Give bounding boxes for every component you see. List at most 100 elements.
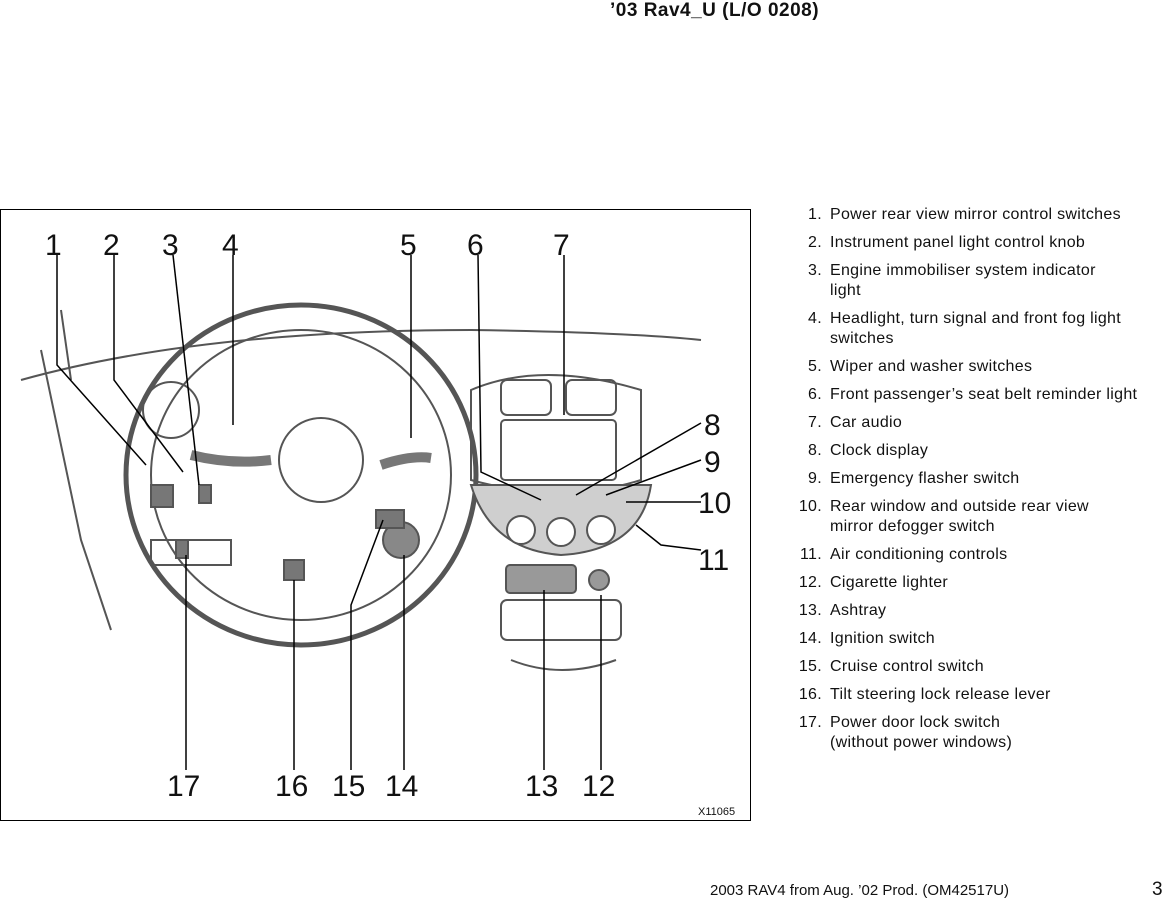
switch-panel xyxy=(150,539,232,566)
legend-text: Instrument panel light control knob xyxy=(830,234,1086,251)
legend-number: 11. xyxy=(800,546,822,563)
callout-2: 2 xyxy=(103,229,120,262)
footer-edition: 2003 RAV4 from Aug. ’02 Prod. (OM42517U) xyxy=(710,882,1010,899)
callout-16: 16 xyxy=(275,770,308,803)
callout-line-8 xyxy=(575,422,702,496)
legend-number: 3. xyxy=(808,262,822,279)
callout-line-2 xyxy=(113,255,184,473)
vent-right xyxy=(565,379,617,416)
legend-item: 1. Power rear view mirror control switch… xyxy=(790,205,1168,225)
callout-7: 7 xyxy=(553,229,570,262)
legend-text: Cruise control switch xyxy=(830,658,984,675)
legend-item: 10. Rear window and outside rear view mi… xyxy=(790,497,1168,537)
climate-knob-2 xyxy=(546,517,576,547)
legend-list: 1. Power rear view mirror control switch… xyxy=(790,205,1168,761)
legend-item: 6. Front passenger’s seat belt reminder … xyxy=(790,385,1168,405)
callout-4: 4 xyxy=(222,229,239,262)
legend-item: 11. Air conditioning controls xyxy=(790,545,1168,565)
callout-line-3 xyxy=(172,254,200,486)
cruise-switch xyxy=(375,509,405,529)
callout-12: 12 xyxy=(582,770,615,803)
car-audio-unit xyxy=(500,419,617,481)
legend-text: Engine immobiliser system indicator ligh… xyxy=(830,262,1096,299)
callout-line-1 xyxy=(56,255,147,466)
vent-left xyxy=(500,379,552,416)
turn-stalk xyxy=(189,450,272,467)
climate-knob-1 xyxy=(506,515,536,545)
legend-text: Cigarette lighter xyxy=(830,574,949,591)
climate-knob-3 xyxy=(586,515,616,545)
legend-number: 16. xyxy=(798,686,822,703)
legend-text: Power rear view mirror control switches xyxy=(830,206,1121,223)
ashtray xyxy=(505,564,577,594)
header-title: ’03 Rav4_U (L/O 0208) xyxy=(610,0,820,21)
legend-text: Power door lock switch (without power wi… xyxy=(830,714,1013,751)
steering-hub xyxy=(278,417,364,503)
dashboard-drawing: 1 2 3 4 5 6 7 8 9 10 11 17 16 15 14 13 1… xyxy=(20,229,735,818)
lower-console xyxy=(500,599,622,641)
callout-1: 1 xyxy=(45,229,62,262)
legend-number: 6. xyxy=(808,386,822,403)
legend-number: 14. xyxy=(798,630,822,647)
legend-item: 16. Tilt steering lock release lever xyxy=(790,685,1168,705)
immobiliser-light xyxy=(198,484,212,504)
legend-text: Ignition switch xyxy=(830,630,935,647)
legend-number: 12. xyxy=(798,574,822,591)
tilt-lever xyxy=(283,559,305,581)
legend-item: 7. Car audio xyxy=(790,413,1168,433)
gauge-left xyxy=(142,381,200,439)
legend-text: Front passenger’s seat belt reminder lig… xyxy=(830,386,1138,403)
legend-number: 15. xyxy=(798,658,822,675)
legend-item: 8. Clock display xyxy=(790,441,1168,461)
legend-number: 17. xyxy=(798,714,822,731)
steering-wheel-rim xyxy=(123,302,479,648)
page-number: 3 xyxy=(1152,879,1163,900)
callout-14: 14 xyxy=(385,770,418,803)
legend-text: Car audio xyxy=(830,414,903,431)
legend-number: 4. xyxy=(808,310,822,327)
legend-item: 12. Cigarette lighter xyxy=(790,573,1168,593)
left-trim xyxy=(60,309,72,381)
legend-item: 9. Emergency flasher switch xyxy=(790,469,1168,489)
callout-line-9 xyxy=(605,459,702,496)
legend-item: 13. Ashtray xyxy=(790,601,1168,621)
legend-text: Wiper and washer switches xyxy=(830,358,1033,375)
legend-item: 17. Power door lock switch (without powe… xyxy=(790,713,1168,753)
steering-wheel-inner xyxy=(150,329,452,621)
image-code: X11065 xyxy=(698,806,735,818)
legend-text: Air conditioning controls xyxy=(830,546,1008,563)
legend-item: 15. Cruise control switch xyxy=(790,657,1168,677)
callout-8: 8 xyxy=(704,409,721,442)
legend-number: 7. xyxy=(808,414,822,431)
mirror-switch xyxy=(150,484,174,508)
legend-number: 8. xyxy=(808,442,822,459)
legend-number: 2. xyxy=(808,234,822,251)
callout-3: 3 xyxy=(162,229,179,262)
page-header: ’03 Rav4_U (L/O 0208) xyxy=(0,0,1168,24)
dash-top-line xyxy=(20,328,702,381)
callout-17: 17 xyxy=(167,770,200,803)
legend-text: Rear window and outside rear view mirror… xyxy=(830,498,1089,535)
wiper-stalk xyxy=(379,452,432,470)
cigarette-lighter xyxy=(588,569,610,591)
callout-line-15 xyxy=(350,519,384,770)
legend-text: Headlight, turn signal and front fog lig… xyxy=(830,310,1121,347)
dashboard-illustration: 1 2 3 4 5 6 7 8 9 10 11 17 16 15 14 13 1… xyxy=(0,209,751,821)
callout-10: 10 xyxy=(698,487,731,520)
legend-number: 13. xyxy=(798,602,822,619)
legend-item: 4. Headlight, turn signal and front fog … xyxy=(790,309,1168,349)
cupholder xyxy=(510,659,617,671)
callout-9: 9 xyxy=(704,446,721,479)
callout-11: 11 xyxy=(698,544,729,577)
callout-line-6 xyxy=(477,254,542,501)
legend-number: 5. xyxy=(808,358,822,375)
legend-text: Ashtray xyxy=(830,602,887,619)
callout-6: 6 xyxy=(467,229,484,262)
callout-15: 15 xyxy=(332,770,365,803)
legend-item: 3. Engine immobiliser system indicator l… xyxy=(790,261,1168,301)
legend-number: 1. xyxy=(808,206,822,223)
legend-text: Clock display xyxy=(830,442,929,459)
callout-13: 13 xyxy=(525,770,558,803)
legend-number: 10. xyxy=(798,498,822,515)
legend-text: Tilt steering lock release lever xyxy=(830,686,1051,703)
